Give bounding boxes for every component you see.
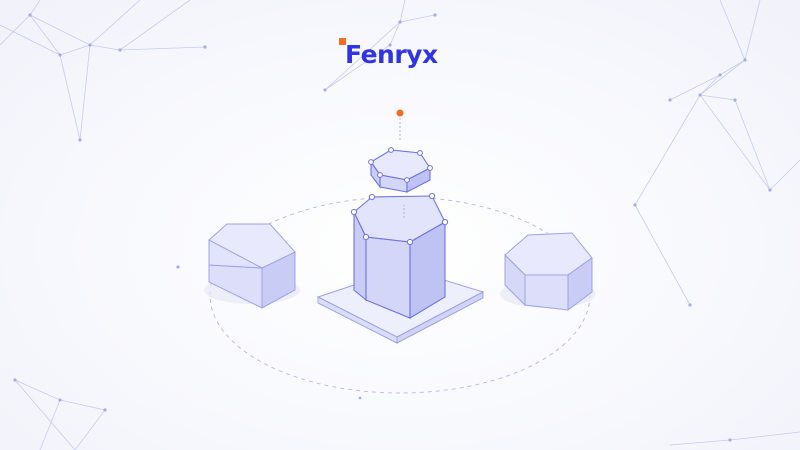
brand-logo: Fenryx: [339, 38, 438, 72]
hexagonal-prism-icon: [350, 192, 449, 319]
hexagonal-prism-icon: [368, 147, 433, 193]
brand-name: Fenryx: [345, 40, 438, 69]
hexagonal-prism-icon: [208, 223, 296, 309]
hexagonal-prism-icon: [504, 232, 593, 311]
logo-accent-square-icon: [339, 38, 346, 45]
pin-dot-icon: [396, 109, 404, 140]
